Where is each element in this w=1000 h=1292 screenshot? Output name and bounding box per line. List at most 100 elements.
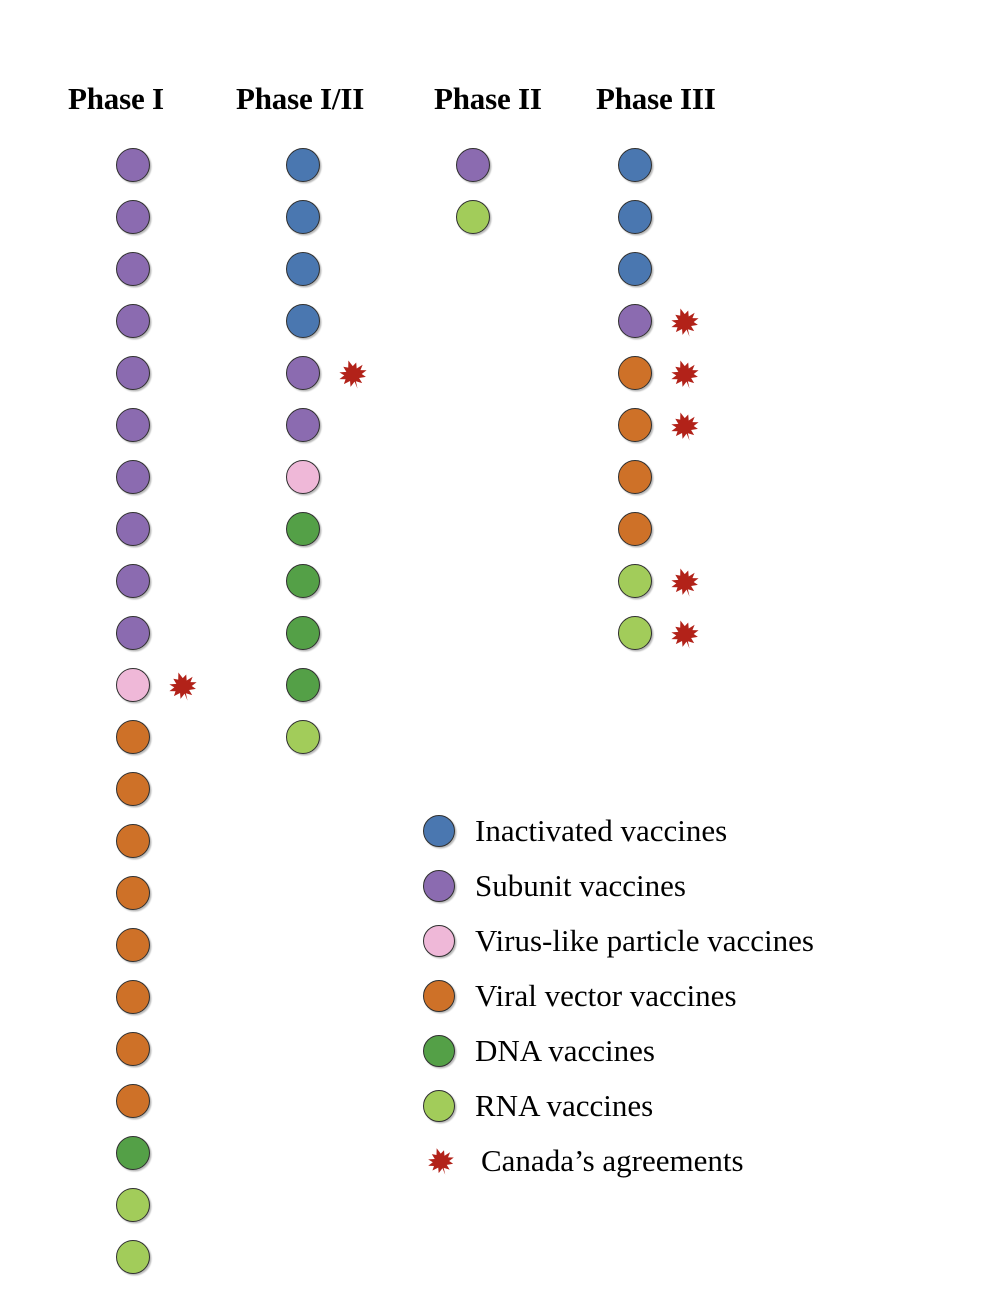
vaccine-dot-rna[interactable] — [618, 564, 652, 598]
vaccine-dot-subunit[interactable] — [116, 148, 150, 182]
maple-leaf-icon — [668, 565, 702, 599]
vaccine-dot-subunit[interactable] — [116, 408, 150, 442]
vaccine-dot-viral-vector[interactable] — [116, 980, 150, 1014]
vaccine-dot-inactivated[interactable] — [618, 252, 652, 286]
legend-item-viral-vector[interactable]: Viral vector vaccines — [423, 968, 943, 1023]
legend-label-subunit: Subunit vaccines — [475, 867, 686, 903]
legend-item-canada-agreements[interactable]: Canada’s agreements — [423, 1133, 943, 1188]
phase-column-4 — [618, 148, 748, 668]
maple-leaf-icon — [668, 305, 702, 339]
vaccine-dot-subunit[interactable] — [116, 512, 150, 546]
vaccine-dot-row — [286, 148, 416, 200]
vaccine-dot-subunit[interactable] — [116, 460, 150, 494]
legend-label-inactivated: Inactivated vaccines — [475, 812, 728, 848]
vaccine-dot-inactivated[interactable] — [618, 200, 652, 234]
vaccine-dot-subunit[interactable] — [618, 304, 652, 338]
legend-label-canada-agreements: Canada’s agreements — [481, 1142, 744, 1178]
phase-header-4: Phase III — [596, 81, 716, 116]
vaccine-dot-row — [618, 616, 748, 668]
vaccine-dot-dna[interactable] — [286, 616, 320, 650]
vaccine-dot-subunit[interactable] — [286, 408, 320, 442]
vaccine-dot-row — [116, 876, 246, 928]
vaccine-dot-viral-vector[interactable] — [116, 772, 150, 806]
vaccine-dot-viral-vector[interactable] — [116, 876, 150, 910]
vaccine-dot-viral-vector[interactable] — [618, 356, 652, 390]
vaccine-dot-subunit[interactable] — [116, 616, 150, 650]
phase-header-1: Phase I — [68, 81, 164, 116]
vaccine-dot-inactivated[interactable] — [286, 304, 320, 338]
vaccine-dot-row — [286, 408, 416, 460]
legend-item-rna[interactable]: RNA vaccines — [423, 1078, 943, 1133]
legend-item-subunit[interactable]: Subunit vaccines — [423, 858, 943, 913]
vaccine-dot-row — [618, 252, 748, 304]
vaccine-dot-viral-vector[interactable] — [618, 408, 652, 442]
vaccine-dot-row — [286, 668, 416, 720]
legend-label-virus-like-particle: Virus-like particle vaccines — [475, 922, 814, 958]
vaccine-dot-subunit[interactable] — [456, 148, 490, 182]
legend-swatch-dna — [423, 1034, 455, 1067]
vaccine-dot-rna[interactable] — [618, 616, 652, 650]
vaccine-dot-dna[interactable] — [286, 668, 320, 702]
vaccine-dot-row — [116, 668, 246, 720]
vaccine-dot-viral-vector[interactable] — [618, 512, 652, 546]
vaccine-dot-row — [116, 252, 246, 304]
vaccine-dot-row — [116, 408, 246, 460]
legend-swatch-rna — [423, 1089, 455, 1122]
legend-label-viral-vector: Viral vector vaccines — [475, 977, 737, 1013]
vaccine-dot-subunit[interactable] — [116, 304, 150, 338]
vaccine-dot-rna[interactable] — [116, 1188, 150, 1222]
maple-leaf-icon — [166, 669, 200, 703]
vaccine-dot-viral-vector[interactable] — [618, 460, 652, 494]
vaccine-dot-row — [116, 980, 246, 1032]
vaccine-dot-dna[interactable] — [286, 564, 320, 598]
vaccine-dot-dna[interactable] — [286, 512, 320, 546]
vaccine-dot-viral-vector[interactable] — [116, 720, 150, 754]
maple-leaf-icon — [668, 357, 702, 391]
vaccine-dot-row — [286, 356, 416, 408]
vaccine-dot-row — [116, 200, 246, 252]
vaccine-dot-row — [116, 512, 246, 564]
maple-leaf-icon — [336, 357, 370, 391]
phase-column-1 — [116, 148, 246, 1292]
vaccine-dot-inactivated[interactable] — [286, 200, 320, 234]
vaccine-dot-subunit[interactable] — [286, 356, 320, 390]
vaccine-dot-row — [116, 356, 246, 408]
vaccine-dot-viral-vector[interactable] — [116, 928, 150, 962]
vaccine-dot-viral-vector[interactable] — [116, 1084, 150, 1118]
vaccine-dot-row — [618, 460, 748, 512]
vaccine-dot-row — [618, 564, 748, 616]
legend-item-inactivated[interactable]: Inactivated vaccines — [423, 803, 943, 858]
vaccine-dot-viral-vector[interactable] — [116, 824, 150, 858]
vaccine-dot-row — [456, 148, 586, 200]
vaccine-dot-subunit[interactable] — [116, 356, 150, 390]
vaccine-dot-row — [116, 460, 246, 512]
vaccine-dot-rna[interactable] — [456, 200, 490, 234]
vaccine-dot-row — [116, 928, 246, 980]
vaccine-dot-subunit[interactable] — [116, 564, 150, 598]
vaccine-dot-virus-like-particle[interactable] — [116, 668, 150, 702]
maple-leaf-icon — [668, 617, 702, 651]
legend-item-virus-like-particle[interactable]: Virus-like particle vaccines — [423, 913, 943, 968]
phase-header-3: Phase II — [434, 81, 542, 116]
legend-label-dna: DNA vaccines — [475, 1032, 655, 1068]
vaccine-dot-row — [286, 460, 416, 512]
vaccine-dot-dna[interactable] — [116, 1136, 150, 1170]
vaccine-dot-subunit[interactable] — [116, 252, 150, 286]
legend-item-dna[interactable]: DNA vaccines — [423, 1023, 943, 1078]
phase-column-2 — [286, 148, 416, 772]
vaccine-dot-subunit[interactable] — [116, 200, 150, 234]
vaccine-dot-rna[interactable] — [116, 1240, 150, 1274]
vaccine-dot-row — [286, 200, 416, 252]
vaccine-dot-viral-vector[interactable] — [116, 1032, 150, 1066]
vaccine-dot-row — [116, 304, 246, 356]
vaccine-dot-inactivated[interactable] — [286, 252, 320, 286]
vaccine-dot-inactivated[interactable] — [286, 148, 320, 182]
vaccine-dot-row — [286, 720, 416, 772]
legend-swatch-viral-vector — [423, 979, 455, 1012]
vaccine-dot-virus-like-particle[interactable] — [286, 460, 320, 494]
vaccine-dot-row — [116, 1136, 246, 1188]
vaccine-dot-row — [618, 356, 748, 408]
vaccine-dot-rna[interactable] — [286, 720, 320, 754]
vaccine-dot-inactivated[interactable] — [618, 148, 652, 182]
